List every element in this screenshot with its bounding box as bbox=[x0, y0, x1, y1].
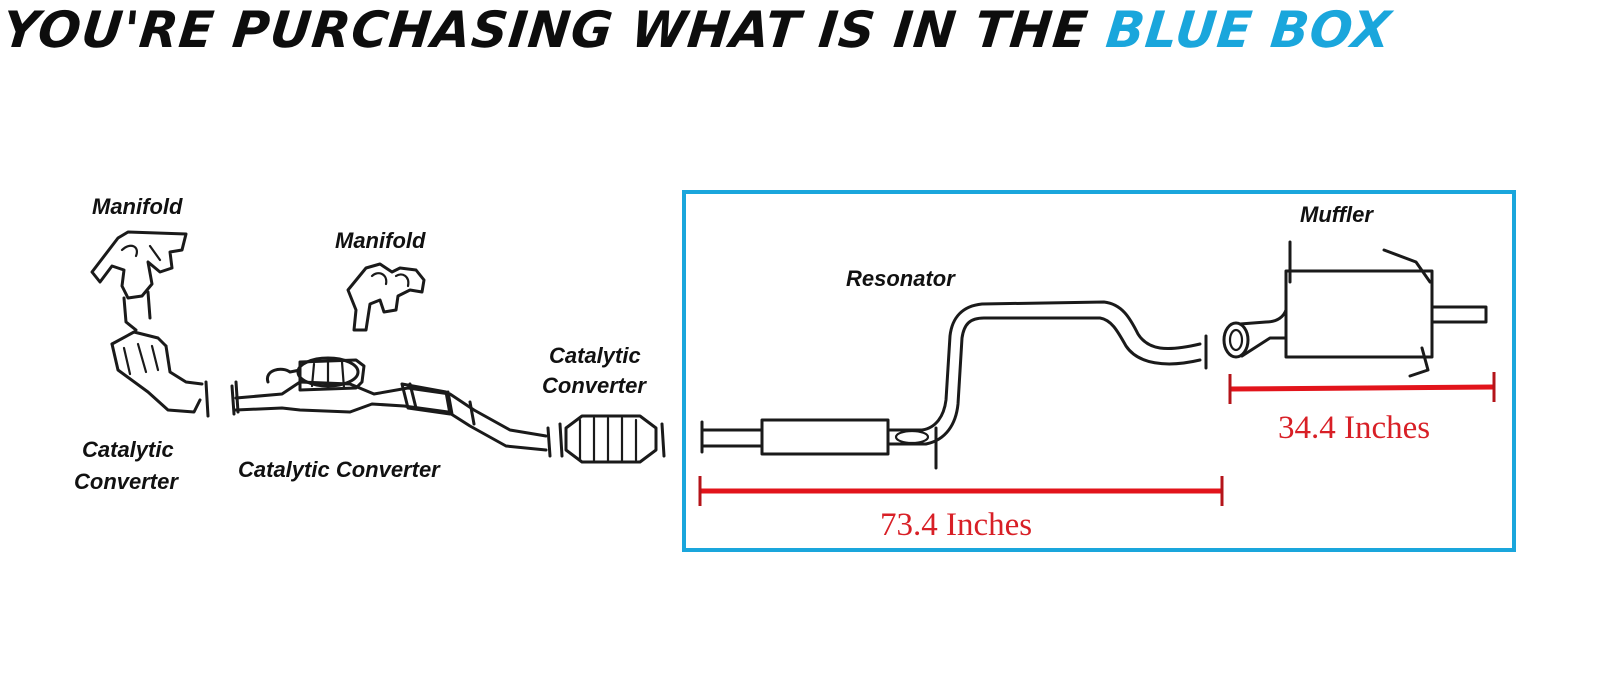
dimension-resonator bbox=[698, 476, 1224, 506]
cat-center-drawing bbox=[230, 356, 552, 458]
label-cat-left-line1: Catalytic bbox=[82, 437, 174, 462]
label-manifold-left: Manifold bbox=[92, 194, 183, 219]
label-cat-center: Catalytic Converter bbox=[238, 457, 441, 482]
label-cat-right-line2: Converter bbox=[542, 373, 647, 398]
label-cat-right-line1: Catalytic bbox=[549, 343, 641, 368]
muffler-drawing bbox=[1222, 240, 1488, 378]
purchase-box bbox=[682, 190, 1516, 552]
dimension-label-resonator: 73.4 Inches bbox=[880, 507, 1032, 543]
label-resonator: Resonator bbox=[846, 266, 956, 291]
label-muffler: Muffler bbox=[1300, 202, 1374, 227]
dimension-muffler bbox=[1228, 372, 1496, 404]
cat-left-drawing bbox=[110, 330, 210, 418]
dimension-label-muffler: 34.4 Inches bbox=[1278, 410, 1430, 446]
manifold-center-drawing bbox=[346, 262, 426, 332]
label-cat-left-line2: Converter bbox=[74, 469, 179, 494]
resonator-drawing bbox=[700, 300, 1208, 470]
cat-right-drawing bbox=[558, 414, 666, 464]
manifold-left-drawing bbox=[90, 230, 188, 332]
label-manifold-center: Manifold bbox=[335, 228, 426, 253]
